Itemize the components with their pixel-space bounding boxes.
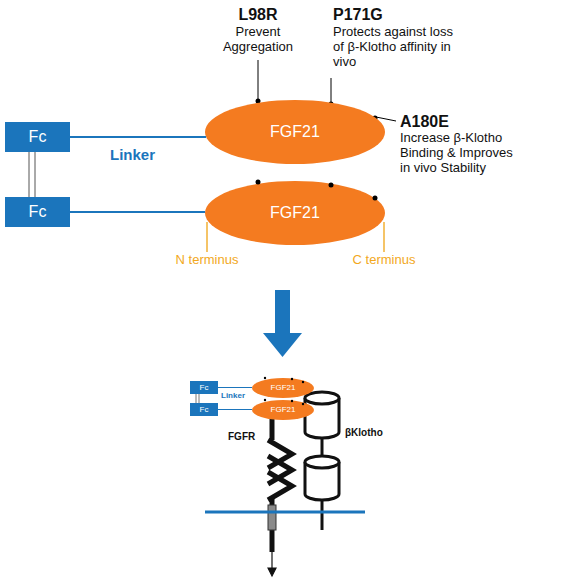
fc-domain: Fc xyxy=(190,403,218,416)
fc-domain: Fc xyxy=(190,381,218,394)
cell-membrane xyxy=(205,511,365,514)
mutation-dot xyxy=(264,377,266,379)
node-label: FGF21 xyxy=(270,205,320,221)
linker-label: Linker xyxy=(110,146,155,163)
fgfr-receptor xyxy=(268,418,292,552)
mutation-dot xyxy=(291,400,293,402)
mutation-dot xyxy=(302,403,304,405)
box-shape xyxy=(190,403,218,416)
node-label: FGF21 xyxy=(270,124,320,140)
fc-domain: Fc xyxy=(5,122,70,152)
node-label: Fc xyxy=(29,204,47,220)
signal-arrow xyxy=(268,552,276,576)
node-label: Fc xyxy=(200,384,209,392)
mutation-effect: Increase β-Klotho Binding & Improves in … xyxy=(400,131,520,176)
disulfide-bond xyxy=(29,152,35,197)
fgf21-domain: FGF21 xyxy=(205,100,385,164)
linker-line xyxy=(218,409,252,410)
fgf21-domain: FGF21 xyxy=(252,400,314,420)
box-shape xyxy=(5,197,70,227)
mutation-dot xyxy=(264,399,266,401)
mutation-effect: Protects against loss of β-Klotho affini… xyxy=(333,25,457,70)
transition-arrow xyxy=(263,290,302,357)
terminus-label: N terminus xyxy=(162,253,252,268)
mutation-dot xyxy=(302,381,304,383)
receptor-label: FGFR xyxy=(228,431,268,443)
linker-line xyxy=(218,387,252,388)
fc-domain: Fc xyxy=(5,197,70,227)
box-shape xyxy=(190,381,218,394)
mutation-name: P171G xyxy=(333,6,453,24)
mutation-dot xyxy=(329,183,334,188)
linker-line xyxy=(70,136,206,138)
fgf21-domain: FGF21 xyxy=(252,378,314,398)
node-label: FGF21 xyxy=(271,384,296,392)
mutation-dot xyxy=(291,378,293,380)
node-label: FGF21 xyxy=(271,406,296,414)
receptor-label: βKlotho xyxy=(345,427,405,439)
terminus-label: C terminus xyxy=(339,253,429,268)
ellipse-shape xyxy=(205,100,385,164)
transmembrane-segment xyxy=(268,505,276,530)
linker-label: Linker xyxy=(221,391,245,400)
ellipse-shape xyxy=(252,378,314,398)
mutation-dot xyxy=(256,180,261,185)
ellipse-shape xyxy=(205,181,385,245)
disulfide-bond xyxy=(196,394,199,403)
box-shape xyxy=(5,122,70,152)
mutation-effect: Prevent Aggregation xyxy=(213,25,303,55)
mutation-name: L98R xyxy=(213,6,303,24)
mutation-dot xyxy=(373,196,378,201)
node-label: Fc xyxy=(29,129,47,145)
fgf21-domain: FGF21 xyxy=(205,181,385,245)
node-label: Fc xyxy=(200,406,209,414)
linker-line xyxy=(70,211,205,213)
mutation-name: A180E xyxy=(400,113,520,131)
ellipse-shape xyxy=(252,400,314,420)
